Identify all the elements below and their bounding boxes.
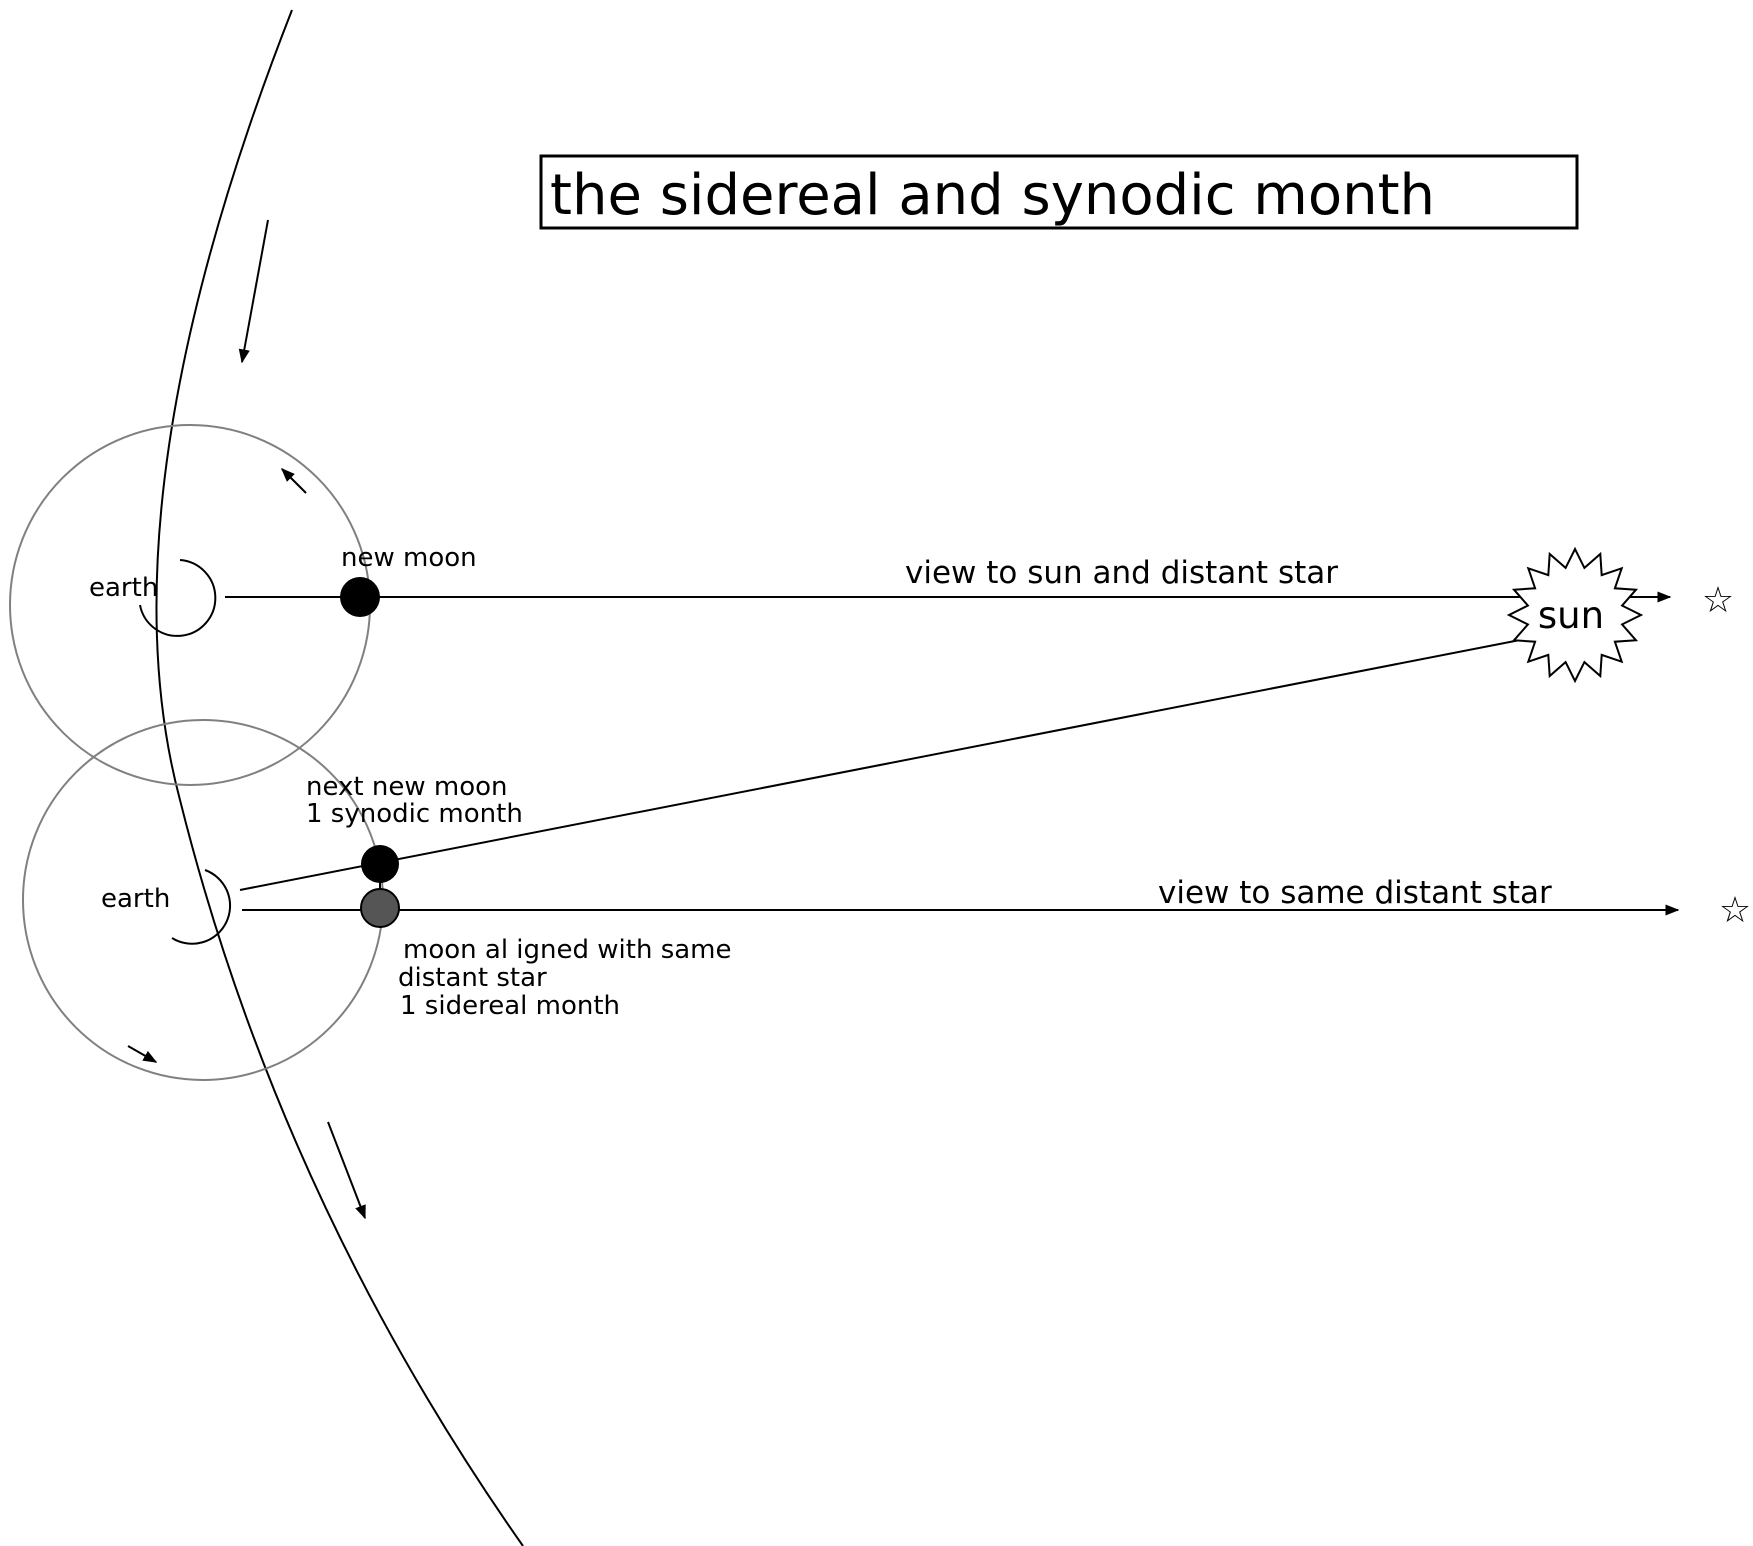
next-new-moon-marker (361, 845, 399, 883)
distant-star-icon-top: ☆ (1702, 580, 1734, 621)
new-moon-label: new moon (341, 543, 477, 573)
moon-orbit-arrow-bottom (127, 1045, 158, 1063)
orbit-direction-arrow-top (238, 219, 269, 364)
sun-icon (1506, 546, 1644, 684)
earth-label-bottom: earth (101, 884, 170, 914)
view-sun-star-label: view to sun and distant star (905, 555, 1338, 591)
new-moon-marker (340, 577, 380, 617)
next-new-moon-label: next new moon (306, 772, 508, 802)
earth-rotation-arc-top (139, 559, 217, 637)
distant-star-icon-bottom: ☆ (1719, 890, 1751, 931)
earth-label-top: earth (89, 573, 158, 603)
sun-label: sun (1538, 594, 1604, 637)
distant-star-label: distant star (398, 963, 547, 993)
sidereal-month-label: 1 sidereal month (400, 991, 620, 1021)
earth-rotation-arc-bottom (171, 869, 232, 945)
sightline-to-sun (239, 639, 1521, 891)
synodic-month-label: 1 synodic month (306, 799, 523, 829)
moon-orbit-top (9, 424, 371, 786)
view-same-star-label: view to same distant star (1158, 875, 1552, 911)
moon-orbit-arrow-top (281, 468, 307, 494)
page-title: the sidereal and synodic month (550, 163, 1435, 228)
moon-aligned-label: moon al igned with same (403, 935, 732, 965)
title-box (539, 154, 1579, 230)
sidereal-moon-marker (360, 888, 400, 928)
earth-orbit-arc (155, 9, 524, 1546)
orbit-direction-arrow-bottom (327, 1121, 366, 1220)
